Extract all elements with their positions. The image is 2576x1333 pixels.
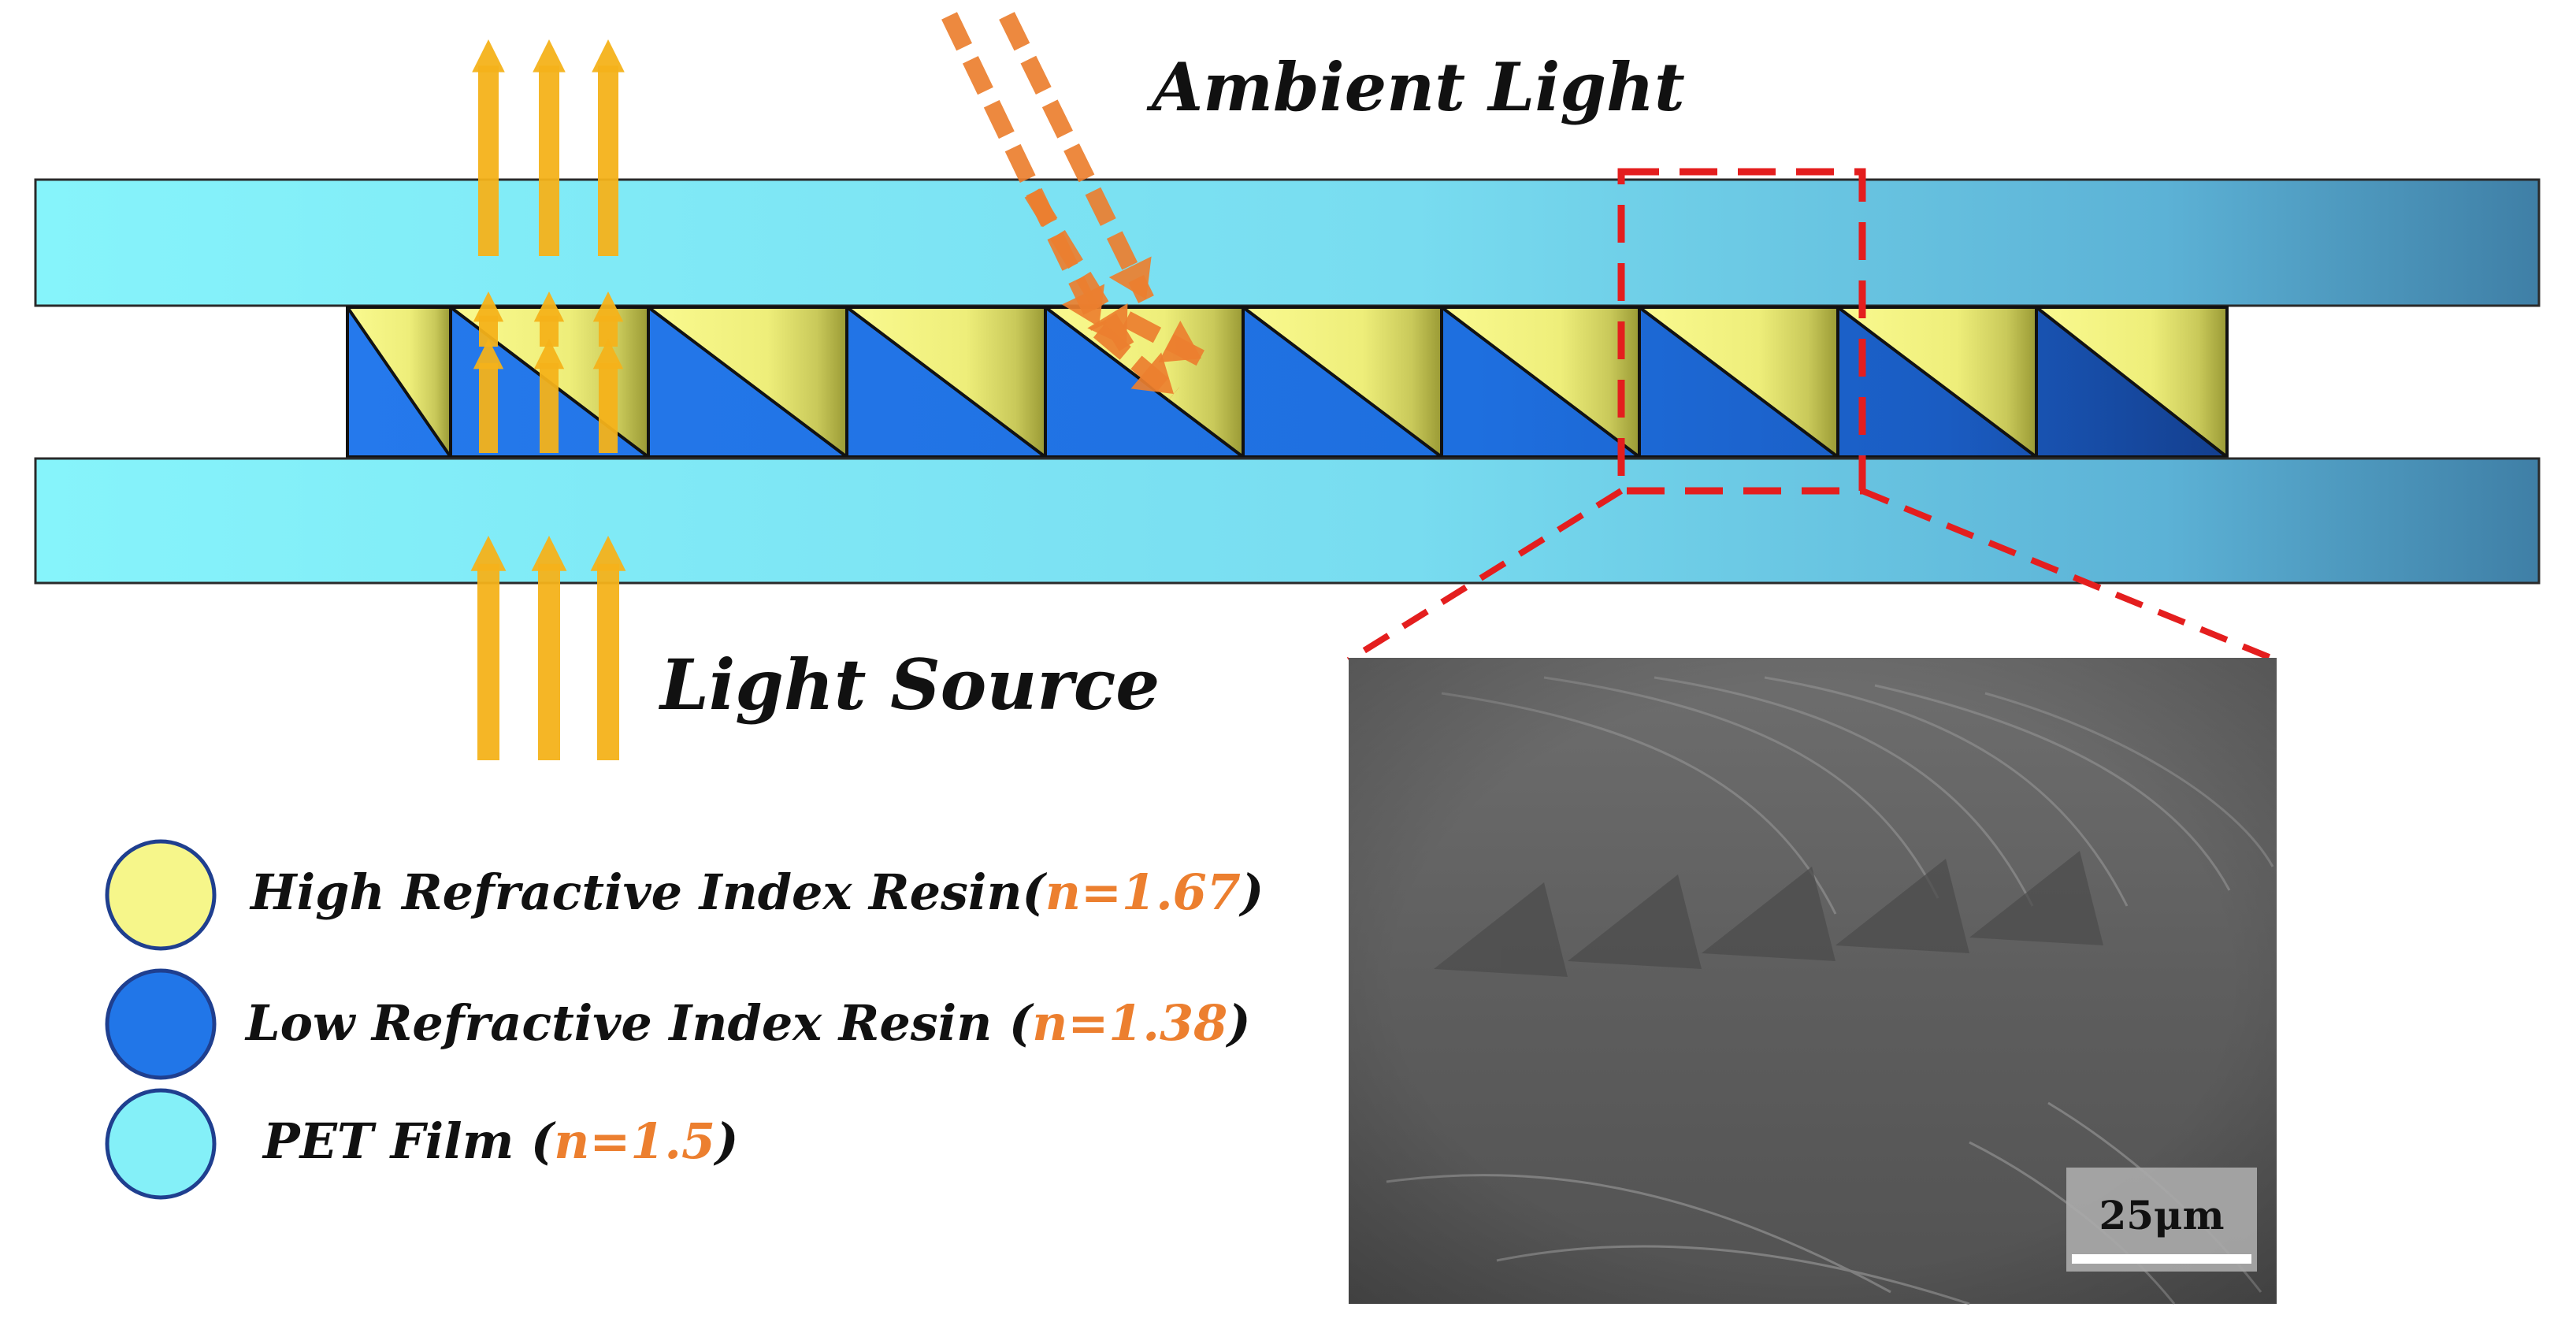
zoom-connector-left bbox=[1346, 488, 1624, 663]
svg-text:Low Refractive Index Resin (n=: Low Refractive Index Resin (n=1.38) bbox=[244, 994, 1251, 1052]
light-arrow-icon bbox=[592, 291, 624, 347]
sem-micrograph: 25μm bbox=[1349, 658, 2277, 1305]
svg-text:High Refractive Index Resin(n=: High Refractive Index Resin(n=1.67) bbox=[249, 863, 1264, 921]
zoom-indicator bbox=[1346, 168, 2278, 663]
legend-pet-film-text: PET Film ( bbox=[262, 1112, 556, 1170]
legend-pet-film-n: n=1.5 bbox=[554, 1112, 715, 1170]
pet-film-swatch bbox=[105, 1088, 217, 1200]
light-arrow-icon bbox=[592, 39, 625, 256]
legend: High Refractive Index Resin(n=1.67) Low … bbox=[105, 839, 1264, 1200]
zoom-connector-right bbox=[1861, 488, 2278, 663]
legend-low-index-text: Low Refractive Index Resin ( bbox=[244, 994, 1034, 1052]
light-arrow-icon bbox=[533, 339, 565, 453]
legend-high-index-n: n=1.67 bbox=[1045, 863, 1241, 921]
light-arrow-icon bbox=[590, 536, 626, 760]
legend-item-low-index: Low Refractive Index Resin (n=1.38) bbox=[105, 968, 1251, 1080]
pet-film-top bbox=[34, 178, 2541, 307]
zoom-box bbox=[1617, 168, 1866, 495]
light-arrow-icon bbox=[472, 39, 505, 256]
ambient-light-arrow-icon bbox=[1093, 324, 1180, 401]
scale-bar-label: 25μm bbox=[2099, 1192, 2224, 1238]
svg-text:PET Film (n=1.5): PET Film (n=1.5) bbox=[262, 1112, 738, 1170]
ambient-light-label: Ambient Light bbox=[1146, 48, 1685, 126]
light-source-arrows bbox=[470, 39, 626, 760]
legend-item-pet-film: PET Film (n=1.5) bbox=[105, 1088, 738, 1200]
light-arrow-icon bbox=[592, 339, 624, 453]
light-arrow-icon bbox=[470, 536, 507, 760]
legend-low-index-n: n=1.38 bbox=[1032, 994, 1227, 1052]
low-index-swatch bbox=[105, 968, 217, 1080]
legend-high-index-text: High Refractive Index Resin( bbox=[249, 863, 1048, 921]
light-arrow-icon bbox=[533, 39, 566, 256]
pet-film-bottom bbox=[34, 457, 2541, 585]
light-arrow-icon bbox=[531, 536, 567, 760]
scale-bar bbox=[2072, 1254, 2251, 1264]
high-index-swatch bbox=[105, 839, 217, 951]
resin-microstructure bbox=[346, 306, 2229, 459]
legend-item-high-index: High Refractive Index Resin(n=1.67) bbox=[105, 839, 1264, 951]
light-source-label: Light Source bbox=[658, 644, 1160, 726]
ambient-light-arrow-icon bbox=[1122, 311, 1206, 366]
ambient-light-arrows bbox=[941, 12, 1206, 401]
ambient-light-arrow-icon bbox=[999, 12, 1154, 303]
light-arrow-icon bbox=[473, 339, 504, 453]
